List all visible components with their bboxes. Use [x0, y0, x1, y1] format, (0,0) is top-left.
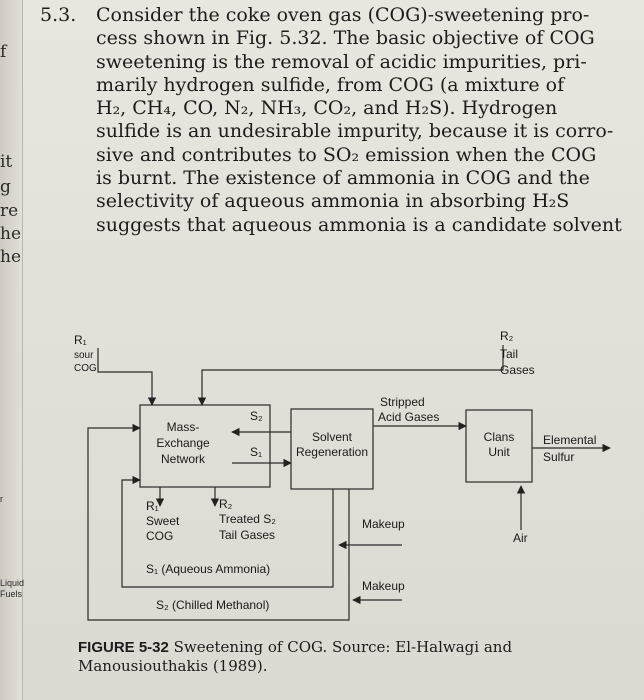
s1-stream-label: S₁	[250, 445, 262, 459]
clans-unit-box	[465, 409, 533, 483]
problem-line: is burnt. The existence of ammonia in CO…	[96, 167, 590, 190]
tail-gas-recycle-line	[197, 345, 504, 406]
problem-line: sulfide is an undesirable impurity, beca…	[96, 120, 614, 143]
caption-text: Sweetening of COG. Source: El-Halwagi an…	[78, 638, 513, 675]
air-label: Air	[513, 531, 528, 545]
s1-solvent-label: S₁ (Aqueous Ammonia)	[146, 562, 270, 576]
sour-cog-label: sour	[74, 350, 94, 361]
gutter-fragment: he	[0, 247, 22, 267]
problem-line: selectivity of aqueous ammonia in absorb…	[96, 190, 570, 213]
solvent-regeneration-box	[290, 408, 374, 490]
treated-tail-gases-label: Tail Gases	[219, 528, 275, 542]
gutter-fragment: it	[0, 152, 13, 172]
r1-label: R₁	[74, 333, 87, 347]
clans-unit-label: Unit	[488, 445, 510, 459]
gutter-fragment: g	[0, 177, 11, 197]
gutter-fragment: f	[0, 42, 7, 62]
r2-label: R₂	[500, 329, 514, 343]
gutter-fragment: re	[0, 201, 19, 221]
r2-outlet-label: R₂	[219, 497, 233, 511]
previous-page-gutter: f it g re he he r Liquid Fuels	[0, 0, 25, 700]
cog-sweetening-diagram: R₁ sour COG R₂ Tail Gases Mass- Exchange…	[74, 329, 611, 621]
tail-gases-label: Gases	[500, 363, 535, 377]
men-label: Exchange	[156, 436, 210, 450]
r1-outlet-label: R₁	[146, 499, 159, 513]
s1-solvent-loop	[121, 475, 334, 588]
problem-line: suggests that aqueous ammonia is a candi…	[96, 213, 622, 236]
figure-label: FIGURE 5-32	[78, 639, 169, 656]
treated-tail-gases-label: Treated S₂	[219, 512, 276, 526]
problem-line: sweetening is the removal of acidic impu…	[96, 50, 587, 73]
makeup-label: Makeup	[362, 517, 405, 531]
gutter-fragment: Fuels	[0, 589, 23, 599]
problem-line: sive and contributes to SO₂ emission whe…	[96, 143, 597, 166]
men-label: Network	[161, 452, 206, 466]
figure-caption: FIGURE 5-32 Sweetening of COG. Source: E…	[78, 638, 598, 675]
problem-number: 5.3.	[40, 4, 77, 26]
makeup-label: Makeup	[362, 579, 405, 593]
elemental-sulfur-label: Elemental	[543, 433, 596, 447]
regen-label: Solvent	[312, 430, 353, 444]
problem-line: Consider the coke oven gas (COG)-sweeten…	[96, 4, 590, 26]
tail-gases-label: Tail	[500, 347, 518, 361]
stripped-gases-label: Acid Gases	[378, 410, 439, 424]
problem-line: H₂, CH₄, CO, N₂, NH₃, CO₂, and H₂S). Hyd…	[96, 97, 558, 120]
sour-cog-inlet-line	[97, 348, 157, 406]
s2-solvent-loop	[87, 423, 350, 621]
gutter-fragment: Liquid	[0, 578, 25, 588]
clans-unit-label: Clans	[484, 430, 515, 444]
sour-cog-label: COG	[74, 363, 97, 374]
problem-5-3: 5.3. Consider the coke oven gas (COG)-sw…	[40, 4, 640, 237]
problem-line: marily hydrogen sulfide, from COG (a mix…	[96, 73, 565, 96]
sweet-cog-label: Sweet	[146, 514, 180, 528]
problem-line: cess shown in Fig. 5.32. The basic objec…	[96, 27, 595, 50]
s2-solvent-label: S₂ (Chilled Methanol)	[156, 598, 269, 612]
regen-label: Regeneration	[296, 445, 368, 459]
stripped-gases-label: Stripped	[380, 395, 425, 409]
elemental-sulfur-label: Sulfur	[543, 450, 574, 464]
s2-stream-label: S₂	[250, 409, 263, 423]
gutter-fragment: r	[0, 494, 3, 504]
sweet-cog-label: COG	[146, 529, 173, 543]
gutter-fragment: he	[0, 224, 22, 244]
men-label: Mass-	[167, 420, 200, 434]
